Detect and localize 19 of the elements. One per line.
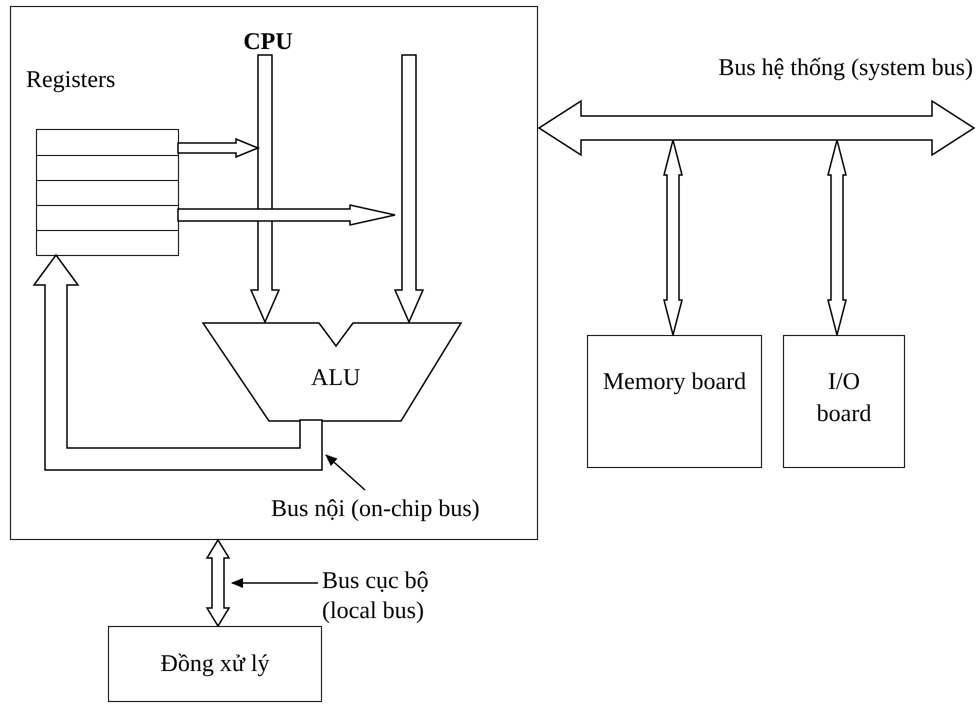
component-box: I/O board	[783, 335, 905, 468]
bus-arrow	[177, 204, 396, 226]
registers-label: Registers	[26, 67, 116, 94]
bus-arrow	[394, 54, 424, 324]
bus-label: Bus nội (on-chip bus)	[271, 496, 480, 523]
bus-label: Bus hệ thống (system bus)	[718, 55, 973, 82]
block-label: ALU	[311, 365, 360, 392]
bus-arrow	[250, 54, 280, 324]
bus-arrow	[177, 138, 260, 158]
block-title: CPU	[242, 29, 294, 56]
bus-arrow	[206, 538, 230, 628]
component-box: Memory board	[587, 335, 762, 468]
bus-label: Bus cục bộ (local bus)	[322, 567, 430, 626]
component-box: Đồng xử lý	[108, 626, 322, 702]
bus-arrow	[32, 254, 323, 471]
leader-line	[325, 454, 366, 491]
leader-line	[231, 578, 318, 588]
bus-arrow	[663, 139, 683, 336]
bus-arrow	[827, 139, 847, 336]
